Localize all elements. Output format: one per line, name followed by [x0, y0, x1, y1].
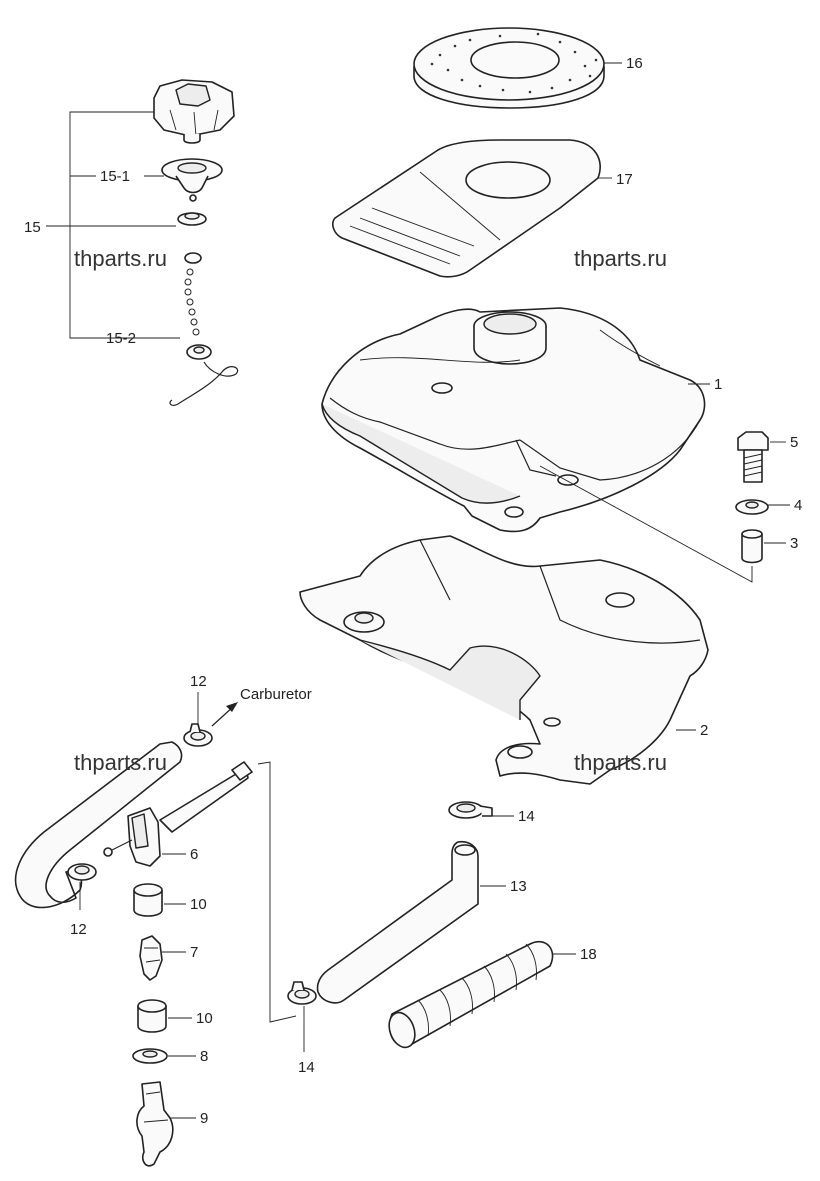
callout-7: 7 [190, 944, 198, 961]
part-15-fuel-cap [153, 79, 235, 144]
callout-15-1: 15-1 [100, 168, 130, 185]
part-2-fuel-tank-lower [299, 535, 709, 785]
part-15-1-cap-gasket [161, 158, 223, 202]
callout-8: 8 [200, 1048, 208, 1065]
callout-15-2: 15-2 [106, 330, 136, 347]
part-10-grommet-upper [133, 883, 163, 917]
part-14-clamp-lower [287, 981, 317, 1005]
part-12-clamp-lower [67, 863, 97, 881]
callout-10-upper: 10 [190, 896, 207, 913]
part-14-clamp-upper [448, 801, 493, 819]
part-18-protector [388, 941, 554, 1049]
part-12-clamp-upper [183, 723, 213, 747]
carburetor-label: Carburetor [240, 686, 312, 703]
callout-10-lower: 10 [196, 1010, 213, 1027]
part-10-grommet-lower [137, 999, 167, 1033]
callout-16: 16 [626, 55, 643, 72]
watermark-text: thparts.ru [574, 750, 667, 775]
callout-17: 17 [616, 171, 633, 188]
callout-18: 18 [580, 946, 597, 963]
callout-3: 3 [790, 535, 798, 552]
part-17-gasket [332, 139, 601, 278]
callout-14-upper: 14 [518, 808, 535, 825]
callout-6: 6 [190, 846, 198, 863]
callout-12-upper: 12 [190, 673, 207, 690]
part-5-bolt [737, 431, 769, 483]
part-15-clip [177, 212, 207, 226]
part-16-foam-ring [413, 27, 605, 109]
callout-1: 1 [714, 376, 722, 393]
part-4-washer [735, 499, 769, 515]
watermark-text: thparts.ru [74, 246, 167, 271]
part-1-fuel-tank-upper [321, 307, 706, 533]
callout-2: 2 [700, 722, 708, 739]
callout-12-lower: 12 [70, 921, 87, 938]
watermark-text: thparts.ru [74, 750, 167, 775]
callout-14-lower: 14 [298, 1059, 315, 1076]
callout-13: 13 [510, 878, 527, 895]
callout-9: 9 [200, 1110, 208, 1127]
callout-5: 5 [790, 434, 798, 451]
part-9-elbow [136, 1081, 174, 1167]
part-3-collar [741, 529, 763, 564]
part-8-washer [132, 1048, 168, 1064]
part-15-2-chain [169, 252, 239, 406]
assembly-line-hose [257, 761, 297, 1023]
bracket-15 [69, 111, 180, 339]
part-7-joint [139, 935, 163, 981]
part-6-fuel-cock [103, 761, 253, 867]
watermark-text: thparts.ru [574, 246, 667, 271]
callout-4: 4 [794, 497, 802, 514]
assembly-line-bolt [539, 465, 753, 583]
carburetor-arrow-icon [211, 702, 238, 727]
part-13-hose [316, 840, 479, 1004]
callout-15: 15 [24, 219, 41, 236]
